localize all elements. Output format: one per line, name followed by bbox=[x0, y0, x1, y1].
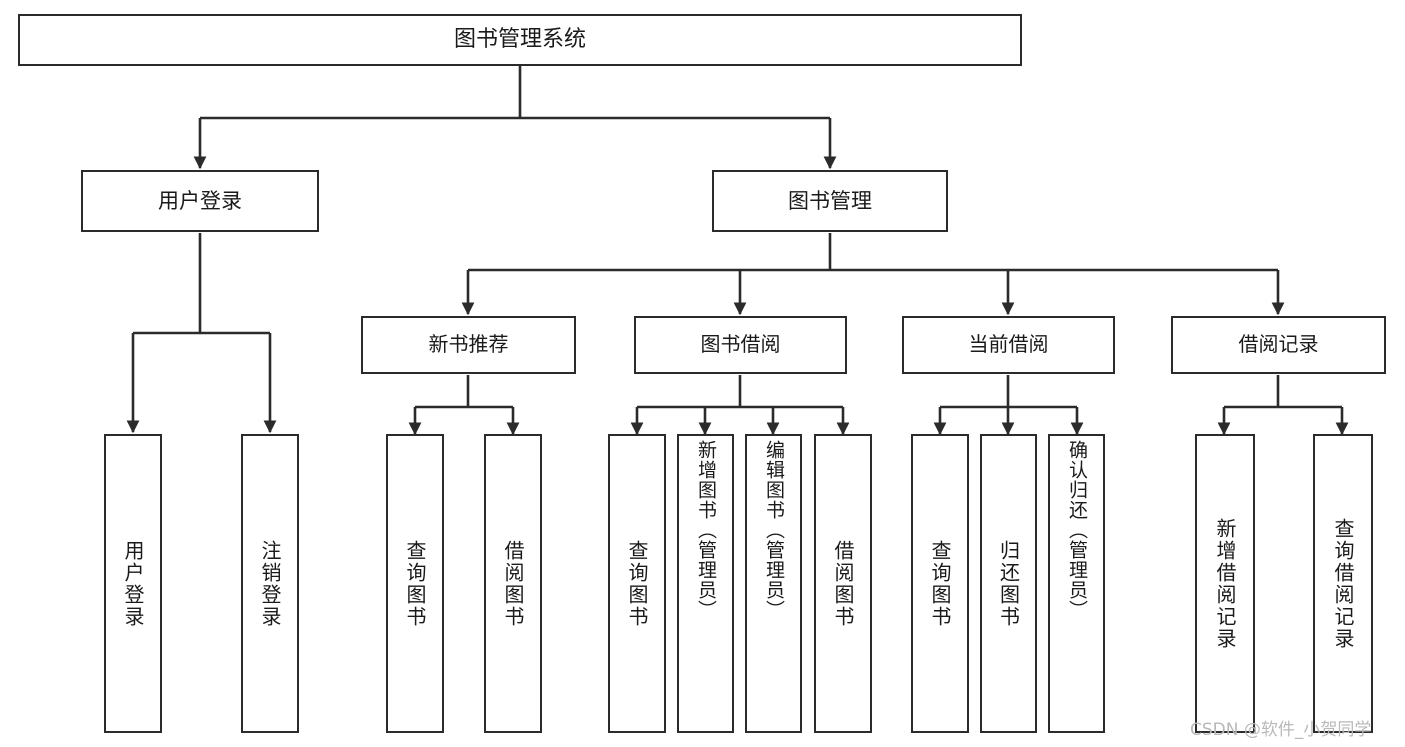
watermark-text: CSDN @软件_小贺同学 bbox=[1190, 720, 1372, 740]
leaf-query-book-recommend-label: 查询图书 bbox=[403, 539, 427, 628]
leaf-query-borrow-record[interactable]: 查询借阅记录 bbox=[1313, 434, 1373, 733]
leaf-user-login[interactable]: 用户登录 bbox=[104, 434, 162, 733]
leaf-query-book-current-label: 查询图书 bbox=[928, 539, 952, 628]
node-book-borrow[interactable]: 图书借阅 bbox=[634, 316, 847, 374]
leaf-add-book-admin-label: 新增图书（管理员） bbox=[695, 440, 717, 620]
leaf-add-book-admin[interactable]: 新增图书（管理员） bbox=[677, 434, 734, 733]
node-current-borrow[interactable]: 当前借阅 bbox=[902, 316, 1115, 374]
leaf-confirm-return-admin[interactable]: 确认归还（管理员） bbox=[1048, 434, 1105, 733]
node-book-manage-label: 图书管理 bbox=[788, 188, 872, 213]
leaf-edit-book-admin-label: 编辑图书（管理员） bbox=[763, 440, 785, 620]
leaf-logout-label: 注销登录 bbox=[258, 539, 282, 628]
node-root-label: 图书管理系统 bbox=[453, 27, 586, 53]
leaf-borrow-book-borrow-label: 借阅图书 bbox=[831, 539, 855, 628]
leaf-borrow-book-recommend[interactable]: 借阅图书 bbox=[484, 434, 542, 733]
node-book-borrow-label: 图书借阅 bbox=[700, 332, 781, 357]
leaf-return-book-label: 归还图书 bbox=[996, 539, 1021, 628]
node-book-manage[interactable]: 图书管理 bbox=[712, 170, 948, 232]
node-borrow-record-label: 借阅记录 bbox=[1238, 332, 1319, 357]
leaf-borrow-book-recommend-label: 借阅图书 bbox=[501, 539, 525, 628]
leaf-query-book-borrow[interactable]: 查询图书 bbox=[608, 434, 666, 733]
leaf-query-borrow-record-label: 查询借阅记录 bbox=[1331, 517, 1355, 650]
leaf-confirm-return-admin-label: 确认归还（管理员） bbox=[1066, 440, 1088, 620]
node-root[interactable]: 图书管理系统 bbox=[18, 14, 1022, 66]
leaf-query-book-borrow-label: 查询图书 bbox=[625, 539, 649, 628]
node-user-login-label: 用户登录 bbox=[158, 188, 242, 213]
leaf-add-borrow-record[interactable]: 新增借阅记录 bbox=[1195, 434, 1255, 733]
node-current-borrow-label: 当前借阅 bbox=[968, 332, 1049, 357]
leaf-user-login-label: 用户登录 bbox=[121, 539, 145, 628]
node-user-login[interactable]: 用户登录 bbox=[81, 170, 319, 232]
leaf-query-book-recommend[interactable]: 查询图书 bbox=[386, 434, 444, 733]
leaf-borrow-book-borrow[interactable]: 借阅图书 bbox=[814, 434, 872, 733]
node-new-book-recommendation-label: 新书推荐 bbox=[428, 332, 509, 357]
node-borrow-record[interactable]: 借阅记录 bbox=[1171, 316, 1386, 374]
leaf-query-book-current[interactable]: 查询图书 bbox=[911, 434, 969, 733]
node-new-book-recommendation[interactable]: 新书推荐 bbox=[361, 316, 576, 374]
leaf-logout[interactable]: 注销登录 bbox=[241, 434, 299, 733]
leaf-return-book[interactable]: 归还图书 bbox=[980, 434, 1037, 733]
leaf-add-borrow-record-label: 新增借阅记录 bbox=[1213, 517, 1237, 650]
leaf-edit-book-admin[interactable]: 编辑图书（管理员） bbox=[745, 434, 802, 733]
